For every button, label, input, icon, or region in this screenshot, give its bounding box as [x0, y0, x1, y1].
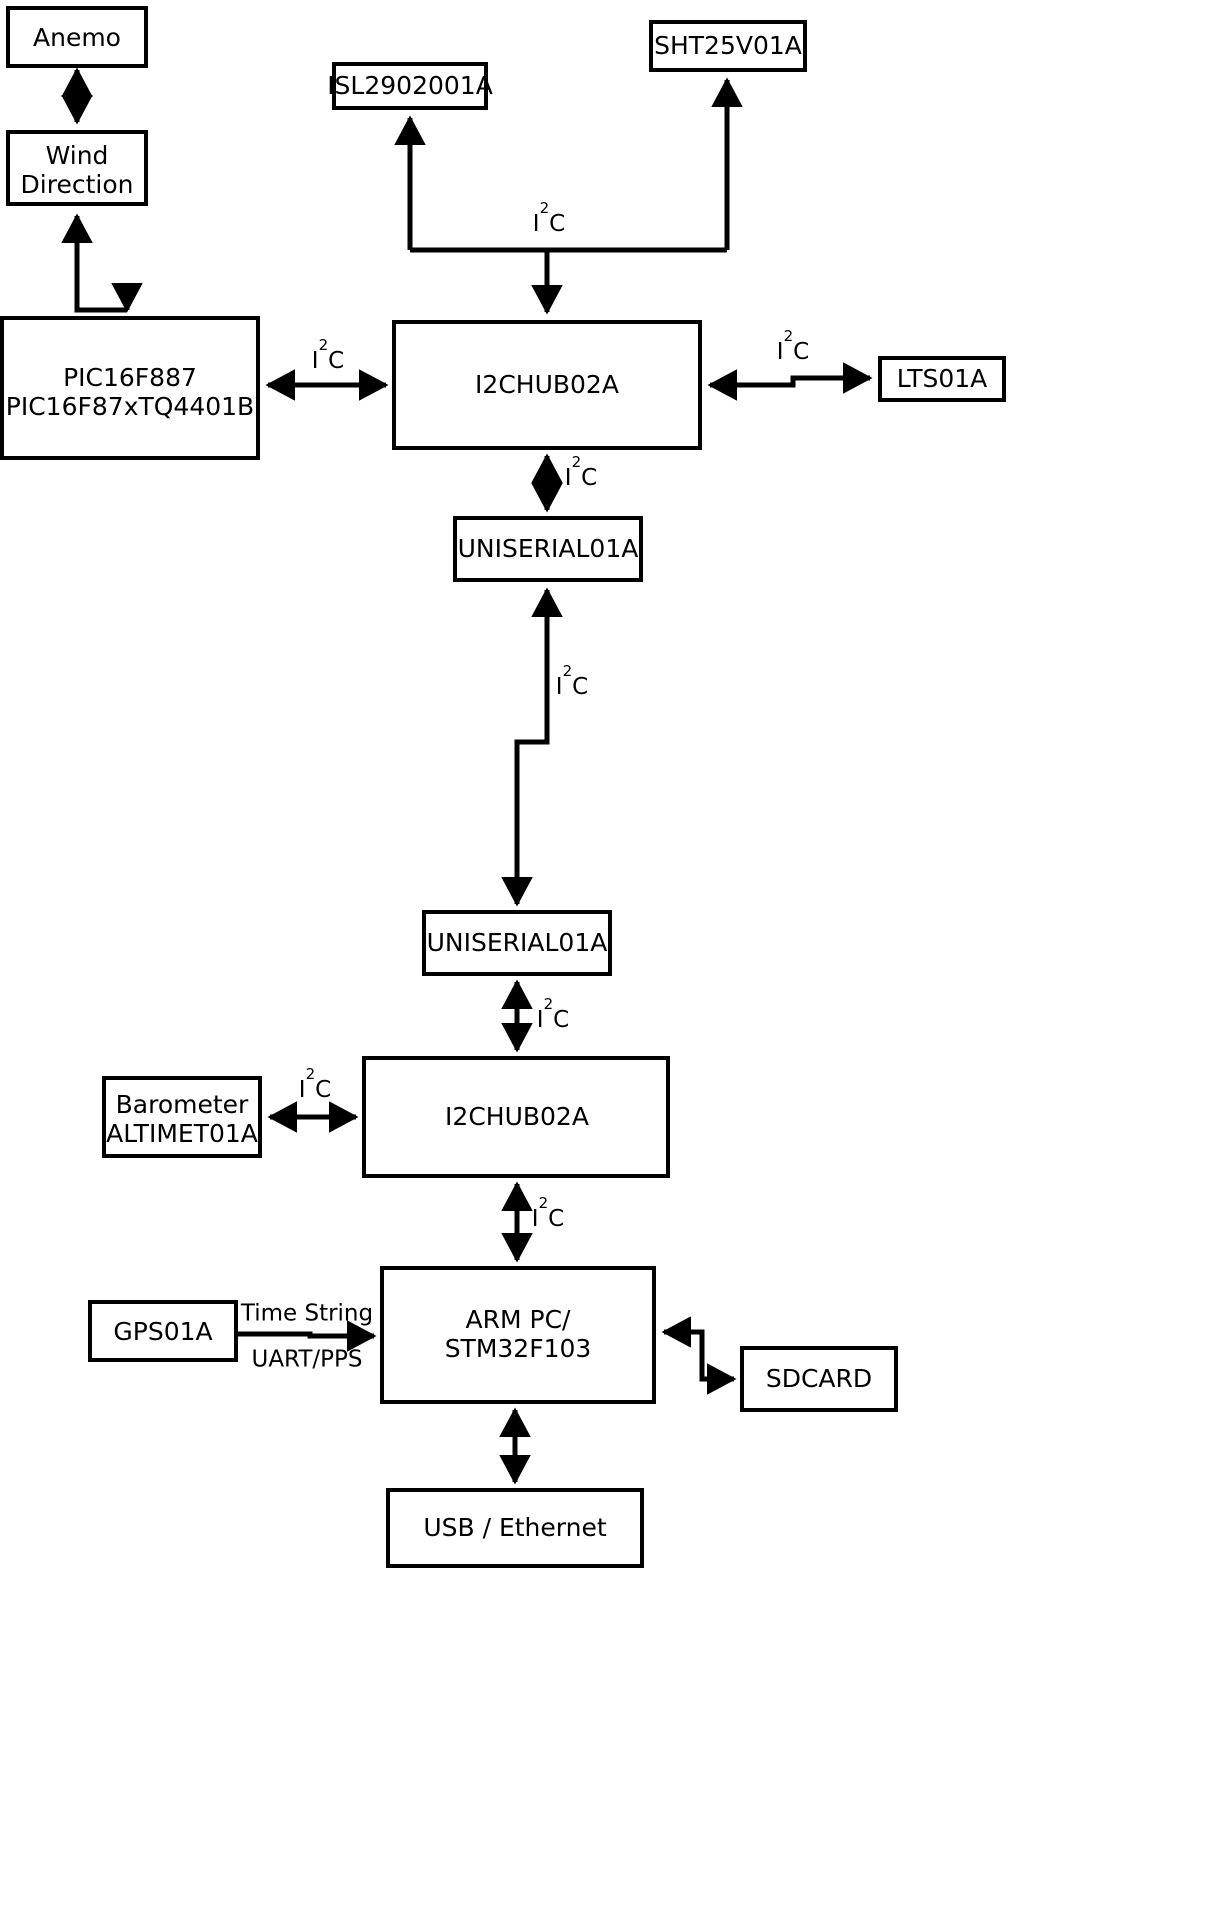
node-anemo[interactable]: Anemo — [6, 6, 148, 68]
edge-label-i2c-pic-hub: I2C — [312, 336, 344, 374]
node-uniserial01a-top[interactable]: UNISERIAL01A — [453, 516, 643, 582]
edge-label-i2c-uniserial-hub-lower: I2C — [537, 995, 569, 1033]
edge-label-i2c-hub-lts: I2C — [777, 327, 809, 365]
node-sht25v01a[interactable]: SHT25V01A — [649, 20, 807, 72]
node-arm-pc-stm32f103[interactable]: ARM PC/ STM32F103 — [380, 1266, 656, 1404]
node-wind-direction[interactable]: Wind Direction — [6, 130, 148, 206]
connection-layer — [61, 67, 873, 1485]
connection-gps-to-arm — [238, 1320, 377, 1352]
node-gps01a[interactable]: GPS01A — [88, 1300, 238, 1362]
edge-label-uart-pps: UART/PPS — [251, 1347, 362, 1373]
node-anemo-box[interactable] — [6, 6, 148, 68]
node-i2chub02a-top[interactable]: I2CHUB02A — [392, 320, 702, 450]
node-uniserial01a-top-box[interactable] — [453, 516, 643, 582]
node-sht25v01a-box[interactable] — [649, 20, 807, 72]
node-uniserial01a-bottom-box[interactable] — [422, 910, 612, 976]
node-usb-ethernet[interactable]: USB / Ethernet — [386, 1488, 644, 1568]
node-gps01a-box[interactable] — [88, 1300, 238, 1362]
node-i2chub02a-top-box[interactable] — [392, 320, 702, 450]
node-isl2902001a[interactable]: ISL2902001A — [327, 62, 493, 110]
node-wind-direction-box[interactable] — [6, 130, 148, 206]
node-sdcard-box[interactable] — [740, 1346, 898, 1412]
connection-pic-to-wind-direction — [61, 213, 127, 313]
edge-label-time-string: Time String — [240, 1301, 373, 1327]
node-pic16f887-box[interactable] — [0, 316, 260, 460]
connection-hub-top-to-lts — [707, 362, 873, 401]
connection-uniserial-bottom-to-uniserial-top — [514, 587, 563, 900]
edge-label-i2c-hub-uniserial: I2C — [565, 453, 597, 491]
node-i2chub02a-bottom-box[interactable] — [362, 1056, 670, 1178]
edge-label-i2c-barometer-hub: I2C — [299, 1065, 331, 1103]
node-isl2902001a-box[interactable] — [332, 62, 488, 110]
edge-label-i2c-bus-top: I2C — [533, 199, 565, 237]
edge-label-i2c-hub-arm: I2C — [532, 1194, 564, 1232]
node-pic16f887[interactable]: PIC16F887 PIC16F87xTQ4401B — [0, 316, 260, 460]
node-barometer-altimet01a-box[interactable] — [102, 1076, 262, 1158]
node-barometer-altimet01a[interactable]: Barometer ALTIMET01A — [102, 1076, 262, 1158]
node-i2chub02a-bottom[interactable]: I2CHUB02A — [362, 1056, 670, 1178]
edge-label-i2c-uniserial-uniserial: I2C — [556, 662, 588, 700]
node-usb-ethernet-box[interactable] — [386, 1488, 644, 1568]
node-uniserial01a-bottom[interactable]: UNISERIAL01A — [422, 910, 612, 976]
node-layer: Anemo Wind Direction PIC16F887 PIC16F87x… — [0, 6, 1006, 1568]
node-arm-pc-box[interactable] — [380, 1266, 656, 1404]
connection-arm-to-sdcard — [661, 1316, 737, 1395]
node-lts01a-box[interactable] — [878, 356, 1006, 402]
node-lts01a[interactable]: LTS01A — [878, 356, 1006, 402]
node-sdcard[interactable]: SDCARD — [740, 1346, 898, 1412]
